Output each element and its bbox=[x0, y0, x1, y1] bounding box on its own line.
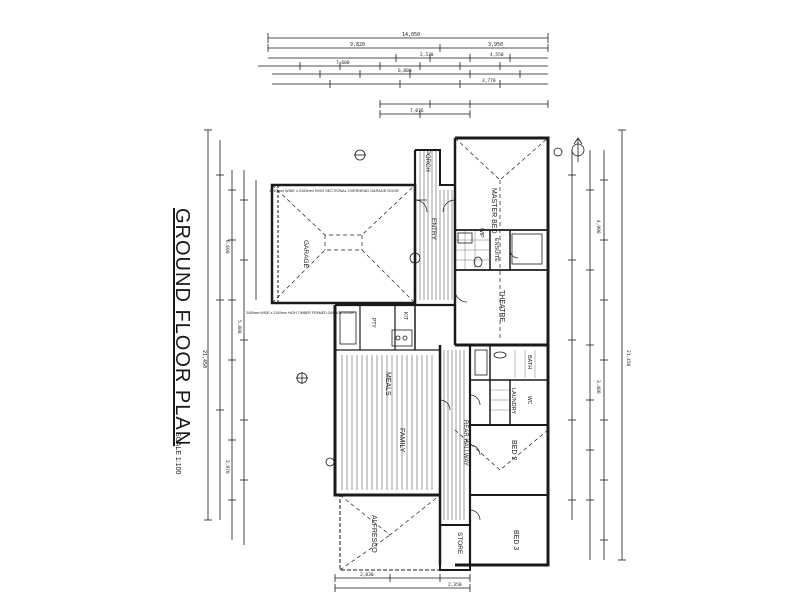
construction-notes: 4810mm WIDE x 2100mm HIGH SECTIONAL OVER… bbox=[246, 189, 399, 315]
room-porch: PORCH bbox=[424, 150, 430, 172]
fixtures bbox=[296, 147, 563, 467]
room-alfresco: ALFRESCO bbox=[370, 515, 377, 553]
room-family: FAMILY bbox=[398, 428, 405, 453]
floor-hatching bbox=[341, 150, 465, 520]
entry-span-dim: 2,830 bbox=[360, 572, 374, 578]
north-arrow-icon bbox=[571, 137, 585, 162]
dim-text: 6,800 bbox=[398, 68, 412, 74]
dim-text: 2,530 bbox=[420, 52, 434, 58]
room-garage: GARAGE bbox=[302, 240, 309, 268]
upper-total-dim: 9,820 bbox=[350, 42, 365, 48]
dim-text: 3,970 bbox=[224, 460, 230, 474]
room-wip: WIP bbox=[478, 228, 484, 238]
room-master-bed: MASTER BED bbox=[490, 188, 497, 234]
rear-door-note: 2400mm WIDE x 2100mm HIGH TIMBER FRAMED … bbox=[246, 311, 355, 315]
overall-width-dim: 14,050 bbox=[402, 32, 420, 38]
garage-door-note: 4810mm WIDE x 2100mm HIGH SECTIONAL OVER… bbox=[269, 189, 399, 193]
building-walls bbox=[270, 136, 550, 571]
dim-text: 7,600 bbox=[336, 60, 350, 66]
roof-hip-lines bbox=[271, 137, 549, 571]
room-ensuite: ENSUITE bbox=[493, 238, 499, 262]
room-rear-hallway: REAR HALLWAY bbox=[462, 420, 468, 466]
drawing-scale: SCALE 1:100 bbox=[174, 432, 181, 475]
right-dimension-lines bbox=[568, 129, 626, 561]
room-meals: MEALS bbox=[384, 372, 391, 396]
room-kit: KIT bbox=[402, 312, 408, 320]
room-wc: WC bbox=[526, 396, 532, 405]
dim-text: 3,770 bbox=[482, 78, 496, 84]
room-labels: MASTER BED PORCH GARAGE ENTRY ENSUITE TH… bbox=[302, 150, 532, 555]
room-theatre: THEATRE bbox=[498, 290, 505, 322]
room-store: STORE bbox=[456, 532, 463, 555]
door-swings bbox=[414, 199, 519, 521]
tiled-floors bbox=[455, 230, 536, 411]
dim-text: 4,990 bbox=[595, 220, 601, 234]
bottom-dimension-lines bbox=[334, 574, 471, 592]
room-pty: PTY bbox=[370, 318, 376, 328]
right-segment-dim: 3,950 bbox=[488, 42, 503, 48]
drawing-title: GROUND FLOOR PLAN bbox=[171, 208, 193, 446]
room-entry: ENTRY bbox=[430, 218, 437, 241]
room-bath: BATH bbox=[526, 355, 532, 369]
dim-text: 7,076 bbox=[410, 108, 424, 114]
top-dimension-lines bbox=[258, 33, 549, 118]
dim-text: 5,800 bbox=[236, 320, 242, 334]
room-bed-2: BED 2 bbox=[510, 440, 517, 460]
dim-text: 4,550 bbox=[490, 52, 504, 58]
dim-text: 21,450 bbox=[625, 350, 631, 367]
dim-text: 3,400 bbox=[595, 380, 601, 394]
depth-total-dim: 21,450 bbox=[201, 350, 207, 368]
left-dimension-lines bbox=[204, 129, 257, 545]
rear-bottom-dim: 2,350 bbox=[448, 582, 462, 588]
room-laundry: LAUNDRY bbox=[510, 388, 516, 415]
dim-text: 6,600 bbox=[224, 240, 230, 254]
room-bed-3: BED 3 bbox=[512, 530, 519, 550]
